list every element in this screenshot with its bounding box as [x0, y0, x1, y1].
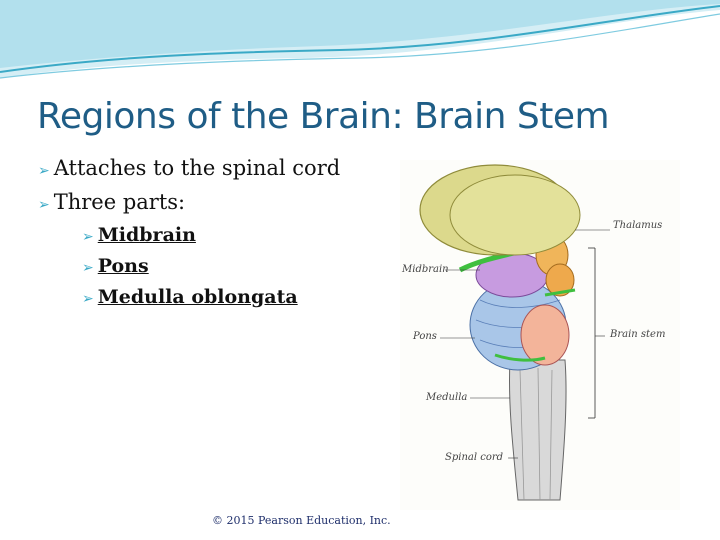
label-pons: Pons	[413, 331, 437, 342]
bullet-item: ➢Attaches to the spinal cord	[38, 156, 398, 180]
bullet-arrow-icon: ➢	[82, 229, 94, 245]
subbullet-item-medulla[interactable]: ➢Medulla oblongata	[82, 286, 398, 308]
bullet-arrow-icon: ➢	[82, 291, 94, 307]
bullet-text: Three parts:	[53, 190, 186, 214]
bullet-list: ➢Attaches to the spinal cord ➢Three part…	[38, 156, 398, 317]
slide-title: Regions of the Brain: Brain Stem	[37, 96, 610, 137]
copyright-notice: © 2015 Pearson Education, Inc.	[212, 514, 391, 527]
bullet-text: Attaches to the spinal cord	[53, 156, 341, 180]
label-medulla: Medulla	[426, 392, 468, 403]
brain-stem-illustration: Thalamus Midbrain Pons Brain stem Medull…	[400, 160, 680, 510]
subbullet-item-midbrain[interactable]: ➢Midbrain	[82, 224, 398, 246]
link-medulla-oblongata[interactable]: Medulla oblongata	[97, 286, 298, 308]
bullet-arrow-icon: ➢	[38, 197, 50, 213]
label-thalamus: Thalamus	[613, 220, 663, 231]
brain-stem-drawing	[419, 164, 610, 501]
header-wave-decoration	[0, 0, 720, 79]
label-midbrain: Midbrain	[402, 264, 449, 275]
label-brain-stem: Brain stem	[610, 329, 666, 340]
subbullet-item-pons[interactable]: ➢Pons	[82, 255, 398, 277]
link-midbrain[interactable]: Midbrain	[97, 224, 196, 246]
label-spinal-cord: Spinal cord	[445, 452, 504, 463]
bullet-arrow-icon: ➢	[82, 260, 94, 276]
bullet-item: ➢Three parts:	[38, 190, 398, 214]
link-pons[interactable]: Pons	[97, 255, 149, 277]
bullet-arrow-icon: ➢	[38, 163, 50, 179]
